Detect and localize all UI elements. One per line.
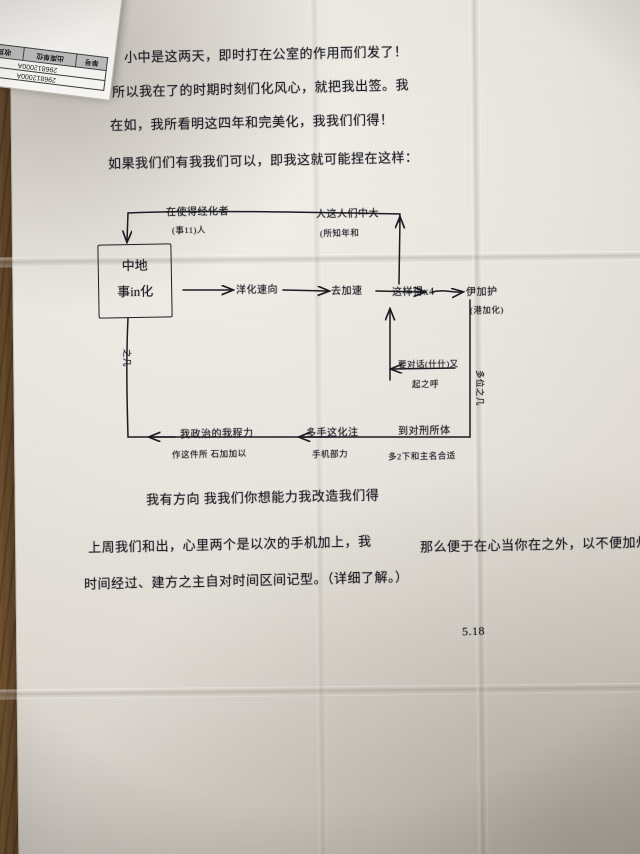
form-table: 296812000A 296812000A 单号 出库单位 收货单位 [0, 40, 108, 91]
diagram-middle-3-label: 伊加护 [465, 286, 498, 299]
diagram-feedback-sub: 起之呼 [411, 378, 440, 390]
diagram-top-row-1-label: 人这人们中大 [315, 208, 380, 221]
diagram-middle-2-label: 这样得x4 [391, 286, 435, 299]
printed-form-slip: 296812000A 296812000A 单号 出库单位 收货单位 [0, 0, 125, 101]
diagram-middle-3-sub: (港加化) [469, 304, 504, 316]
node-box-line-1: 中地 [121, 257, 148, 274]
diagram-bottom-0-label: 我政治的我程力 [179, 428, 254, 441]
diagram-top-row-0-label: 在使得经化者 [165, 206, 230, 219]
diagram-bottom-0-sub: 作这件所 石加加以 [171, 448, 247, 460]
diagram-middle-1-label: 去加速 [330, 285, 363, 298]
diagram-top-row-0-sub: (事11)人 [171, 224, 206, 236]
diagram-middle-0-label: 洋化速向 [235, 284, 279, 297]
diagram-left-edge-label: 之几 [122, 348, 133, 368]
diagram-bottom-2-sub: 多2下和主名合适 [387, 450, 456, 462]
diagram-node-box: 中地 事in化 [97, 243, 173, 319]
diagram-bottom-1-label: 多手这化注 [305, 427, 359, 440]
diagram-top-row-1-sub: (所知年和 [319, 227, 360, 239]
diagram-bottom-2-label: 到对刑所体 [397, 425, 451, 438]
diagram-feedback-label: 要对话(什什)又 [397, 358, 459, 370]
note-signature-date: 5.18 [461, 623, 486, 639]
node-box-line-2: 事in化 [116, 283, 154, 300]
form-header-2: 收货单位 [0, 41, 25, 61]
diagram-right-edge-label: 多位之几 [475, 369, 486, 407]
diagram-bottom-1-sub: 手机部力 [311, 448, 349, 460]
